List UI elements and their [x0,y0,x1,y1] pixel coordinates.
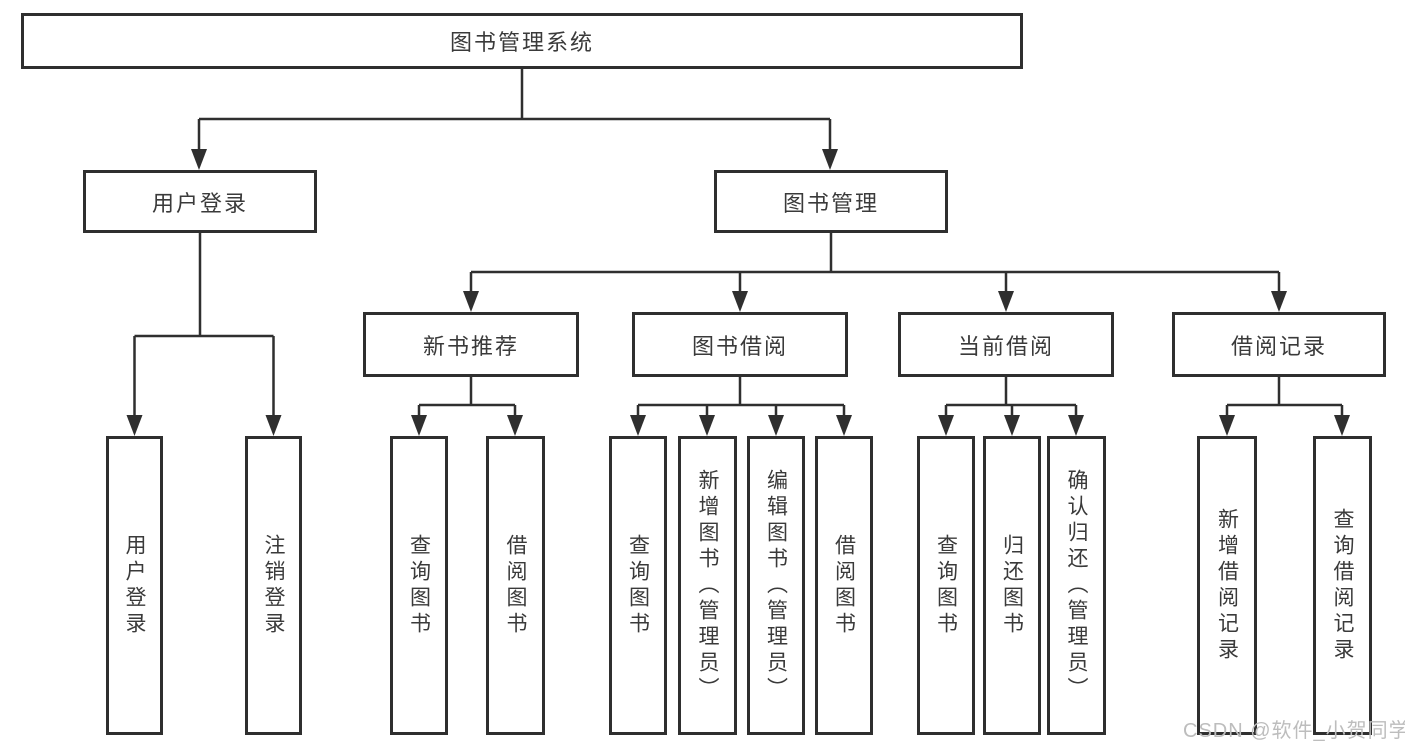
edge-borrowrecords-to-leaves [1225,377,1344,417]
arrow-down-icon [768,415,784,436]
arrowheads [126,149,1350,436]
node-root: 图书管理系统 [21,13,1023,69]
watermark: CSDN @软件_小贺同学 [1183,720,1405,742]
leaf-nb-borrow-books-label: 借阅图书 [504,533,527,638]
leaf-cb-return-books: 归还图书 [983,436,1041,735]
leaf-bb-borrow-books: 借阅图书 [815,436,873,735]
leaf-br-add-record: 新增借阅记录 [1197,436,1257,735]
node-current-borrow: 当前借阅 [898,312,1114,377]
leaf-logout-label: 注销登录 [262,533,285,638]
node-new-book-recommend-label: 新书推荐 [422,333,519,359]
leaf-bb-add-books-label: 新增图书（管理员） [696,468,719,703]
arrow-down-icon [630,415,646,436]
leaf-bb-edit-books: 编辑图书（管理员） [747,436,805,735]
edge-bookborrow-to-leaves [636,377,846,417]
arrow-down-icon [126,415,143,436]
node-book-management: 图书管理 [714,170,948,233]
arrow-down-icon [836,415,852,436]
leaf-user-login: 用户登录 [106,436,163,735]
leaf-cb-confirm-return: 确认归还（管理员） [1047,436,1106,735]
arrow-down-icon [822,149,838,170]
arrow-down-icon [1219,415,1235,436]
edge-userlogin-to-leaves [133,233,275,417]
arrow-down-icon [998,291,1014,312]
leaf-nb-borrow-books: 借阅图书 [486,436,545,735]
edge-bookmgmt-to-level2 [469,233,1281,293]
arrow-down-icon [411,415,427,436]
arrow-down-icon [1334,415,1350,436]
arrow-down-icon [699,415,715,436]
node-book-management-label: 图书管理 [782,190,879,216]
node-root-label: 图书管理系统 [449,30,594,55]
arrow-down-icon [1271,291,1287,312]
leaf-cb-confirm-return-label: 确认归还（管理员） [1065,468,1088,703]
node-current-borrow-label: 当前借阅 [957,333,1054,359]
leaf-bb-query-books: 查询图书 [609,436,667,735]
edge-root-to-level1 [197,69,832,151]
leaf-bb-edit-books-label: 编辑图书（管理员） [764,468,788,703]
node-book-borrow: 图书借阅 [632,312,848,377]
node-borrow-records-label: 借阅记录 [1230,333,1327,359]
leaf-nb-query-books-label: 查询图书 [407,533,431,638]
leaf-nb-query-books: 查询图书 [390,436,448,735]
leaf-br-query-record: 查询借阅记录 [1313,436,1372,735]
leaf-user-login-label: 用户登录 [123,533,146,638]
edge-currentborrow-to-leaves [944,377,1078,417]
arrow-down-icon [265,415,282,436]
arrow-down-icon [463,291,479,312]
leaf-br-query-record-label: 查询借阅记录 [1331,507,1354,664]
leaf-cb-return-books-label: 归还图书 [1000,533,1024,638]
arrow-down-icon [507,415,523,436]
arrow-down-icon [938,415,954,436]
leaf-bb-borrow-books-label: 借阅图书 [832,533,856,638]
edge-newbookrec-to-leaves [417,377,517,417]
leaf-bb-query-books-label: 查询图书 [626,533,650,638]
leaf-cb-query-books: 查询图书 [917,436,975,735]
arrow-down-icon [1004,415,1020,436]
leaf-cb-query-books-label: 查询图书 [934,533,958,638]
arrow-down-icon [191,149,207,170]
arrow-down-icon [732,291,748,312]
leaf-logout: 注销登录 [245,436,302,735]
node-user-login-label: 用户登录 [151,190,248,216]
node-borrow-records: 借阅记录 [1172,312,1386,377]
arrow-down-icon [1068,415,1084,436]
node-new-book-recommend: 新书推荐 [363,312,579,377]
leaf-bb-add-books: 新增图书（管理员） [678,436,737,735]
node-user-login: 用户登录 [83,170,317,233]
leaf-br-add-record-label: 新增借阅记录 [1215,507,1239,664]
node-book-borrow-label: 图书借阅 [691,333,788,359]
